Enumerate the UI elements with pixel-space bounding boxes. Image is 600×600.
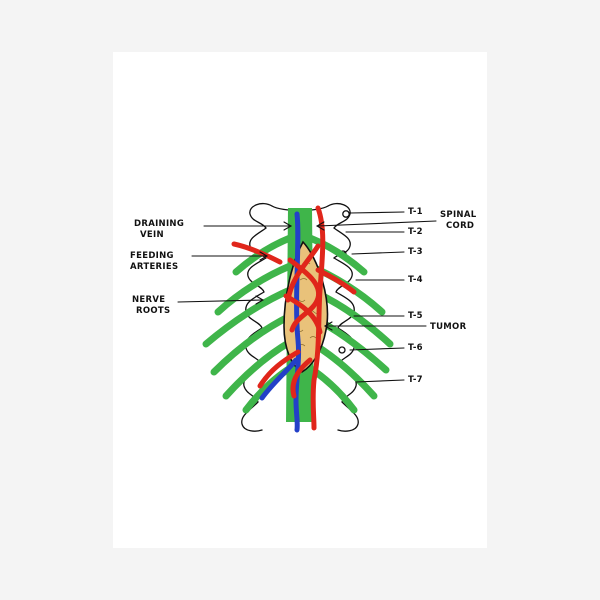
arrowhead-spinal-cord bbox=[315, 221, 325, 231]
arrowhead-draining-vein bbox=[283, 221, 293, 231]
label-t6: T-6 bbox=[408, 343, 423, 353]
label-spinal-cord-line2: CORD bbox=[446, 221, 474, 231]
leader-lines bbox=[177, 211, 437, 383]
draining-vein-branch-left bbox=[259, 357, 299, 401]
label-nerve-roots-line2: ROOTS bbox=[136, 306, 170, 316]
label-t7: T-7 bbox=[408, 375, 423, 385]
draining-vein-main bbox=[293, 211, 302, 433]
vertebra-process-mark-1 bbox=[342, 210, 350, 218]
leader-t1 bbox=[349, 211, 405, 214]
arrowhead-tumor bbox=[323, 321, 333, 331]
artery-right-branch bbox=[315, 267, 357, 295]
label-t5: T-5 bbox=[408, 311, 423, 321]
label-t1: T-1 bbox=[408, 207, 423, 217]
artery-tumor-loop-3 bbox=[285, 243, 321, 303]
label-feeding-arteries-line1: FEEDING bbox=[130, 251, 174, 261]
labels: DRAINING VEIN FEEDING ARTERIES NERVE ROO… bbox=[130, 207, 477, 385]
leader-nerve-roots bbox=[177, 299, 263, 303]
label-draining-vein-line2: VEIN bbox=[140, 230, 164, 240]
nerve-root-right-1 bbox=[306, 234, 368, 276]
leader-t3 bbox=[351, 251, 405, 255]
label-t3: T-3 bbox=[408, 247, 423, 257]
vertebra-process-mark-3 bbox=[338, 346, 346, 354]
artery-upper-left bbox=[231, 241, 283, 265]
label-tumor: TUMOR bbox=[430, 322, 467, 332]
nerve-root-left-4 bbox=[210, 312, 294, 376]
label-draining-vein-line1: DRAINING bbox=[134, 219, 184, 229]
label-nerve-roots-line1: NERVE bbox=[132, 295, 165, 305]
label-spinal-cord-line1: SPINAL bbox=[440, 210, 477, 220]
label-t4: T-4 bbox=[408, 275, 423, 285]
arrowhead-feeding-arteries bbox=[259, 251, 269, 261]
artery-lower-loop bbox=[290, 357, 313, 399]
leader-spinal-cord bbox=[317, 220, 437, 227]
nerve-root-left-2 bbox=[214, 262, 294, 316]
arrowhead-nerve-roots bbox=[255, 295, 265, 305]
nerve-root-left-3 bbox=[202, 286, 294, 348]
label-feeding-arteries-line2: ARTERIES bbox=[130, 262, 178, 272]
feeding-arteries bbox=[231, 205, 357, 431]
artery-lower-left bbox=[257, 349, 301, 389]
nerve-root-left-5 bbox=[222, 338, 294, 400]
draining-vein bbox=[259, 211, 302, 433]
leader-t6 bbox=[349, 347, 405, 351]
leader-t7 bbox=[355, 379, 405, 383]
label-t2: T-2 bbox=[408, 227, 423, 237]
